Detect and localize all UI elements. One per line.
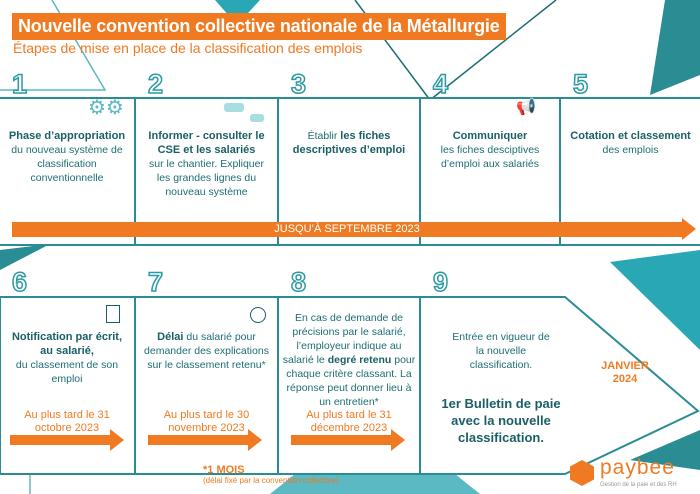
step-text: des emplois bbox=[602, 144, 659, 156]
step-text: pour chaque critère classant. La réponse… bbox=[286, 354, 416, 408]
deadline-arrow bbox=[10, 429, 124, 451]
step-title: degré retenu bbox=[327, 354, 392, 366]
deadline: Au plus tard le 31 décembre 2023 bbox=[306, 409, 392, 434]
footnote: *1 MOIS (délai fixé par la convention co… bbox=[203, 464, 338, 485]
step-1: 1 ⚙⚙ Phase d’appropriation du nouveau sys… bbox=[0, 70, 136, 244]
footnote-text: (délai fixé par la convention collective… bbox=[203, 476, 339, 485]
logo-name: paybee bbox=[600, 456, 675, 479]
step-4: 4 📢 Communiquer les fiches desciptives d’… bbox=[421, 70, 561, 244]
step-text: Entrée en vigueur de la nouvelle classif… bbox=[452, 331, 550, 371]
step-title: Notification par écrit, au salarié, bbox=[11, 331, 123, 357]
step-text: Établir bbox=[307, 130, 338, 142]
timeline-arrow: JUSQU’À SEPTEMBRE 2023 bbox=[12, 218, 696, 240]
megaphone-icon: 📢 bbox=[516, 99, 536, 116]
step-number: 1 bbox=[11, 69, 28, 99]
step-text: sur le chantier. Expliquer les grandes l… bbox=[149, 158, 264, 198]
final-date: JANVIER 2024 bbox=[601, 360, 649, 385]
paybee-logo: paybee Gestion de la paie et des RH bbox=[570, 456, 698, 492]
document-icon bbox=[106, 305, 120, 323]
step-3: 3 Établir les fiches descriptives d’empl… bbox=[279, 70, 421, 244]
step-title: Communiquer bbox=[452, 130, 528, 142]
footnote-title: *1 MOIS bbox=[203, 464, 245, 476]
step-9: 9 Entrée en vigueur de la nouvelle class… bbox=[421, 268, 581, 473]
step-title: Phase d’appropriation bbox=[8, 130, 126, 142]
step-text: du classement de son emploi bbox=[15, 359, 119, 385]
deadline-arrow bbox=[291, 429, 405, 451]
step-number: 3 bbox=[290, 69, 307, 99]
clock-icon bbox=[250, 307, 266, 323]
step-text: les fiches desciptives d’emploi aux sala… bbox=[440, 144, 540, 170]
step-text: En cas de demande de précisions par le s… bbox=[282, 312, 406, 366]
deadline: Au plus tard le 31 octobre 2023 bbox=[24, 409, 110, 434]
top-steps-row: 1 ⚙⚙ Phase d’appropriation du nouveau sys… bbox=[0, 70, 700, 246]
step-text: du salarié pour demander des explication… bbox=[144, 331, 269, 371]
step-title: Délai bbox=[157, 331, 184, 343]
bottom-steps-row: 6 Notification par écrit, au salarié,du … bbox=[0, 268, 700, 473]
step-7: 7 Délai du salarié pour demander des exp… bbox=[136, 268, 279, 473]
gears-icon: ⚙⚙ bbox=[88, 97, 124, 119]
logo-icon bbox=[570, 460, 594, 486]
step-2: 2 Informer - consulter le CSE et les sal… bbox=[136, 70, 279, 244]
logo-tagline: Gestion de la paie et des RH bbox=[600, 482, 677, 488]
step-title: Cotation et classement bbox=[570, 130, 691, 142]
page-subtitle: Étapes de mise en place de la classifica… bbox=[13, 40, 363, 56]
step-number: 6 bbox=[11, 267, 28, 297]
step-number: 9 bbox=[432, 267, 449, 297]
step-text: du nouveau système de classification con… bbox=[11, 144, 123, 184]
step-number: 8 bbox=[290, 267, 307, 297]
step-8: 8 En cas de demande de précisions par le… bbox=[279, 268, 421, 473]
step-number: 2 bbox=[147, 69, 164, 99]
bottom-chevron bbox=[0, 296, 700, 475]
page-title: Nouvelle convention collective nationale… bbox=[12, 13, 506, 40]
step-title: les fiches descriptives d’emploi bbox=[292, 130, 406, 156]
step-number: 4 bbox=[432, 69, 449, 99]
chat-bubbles-icon bbox=[224, 103, 264, 122]
deadline: Au plus tard le 30 novembre 2023 bbox=[163, 409, 250, 434]
step-title: 1er Bulletin de paie avec la nouvelle cl… bbox=[441, 396, 561, 445]
step-title: Informer - consulter le CSE et les salar… bbox=[148, 130, 265, 156]
step-number: 7 bbox=[147, 267, 164, 297]
step-6: 6 Notification par écrit, au salarié,du … bbox=[0, 268, 136, 473]
deadline-arrow bbox=[148, 429, 262, 451]
step-5: 5 Cotation et classement des emplois bbox=[561, 70, 700, 244]
step-number: 5 bbox=[572, 69, 589, 99]
